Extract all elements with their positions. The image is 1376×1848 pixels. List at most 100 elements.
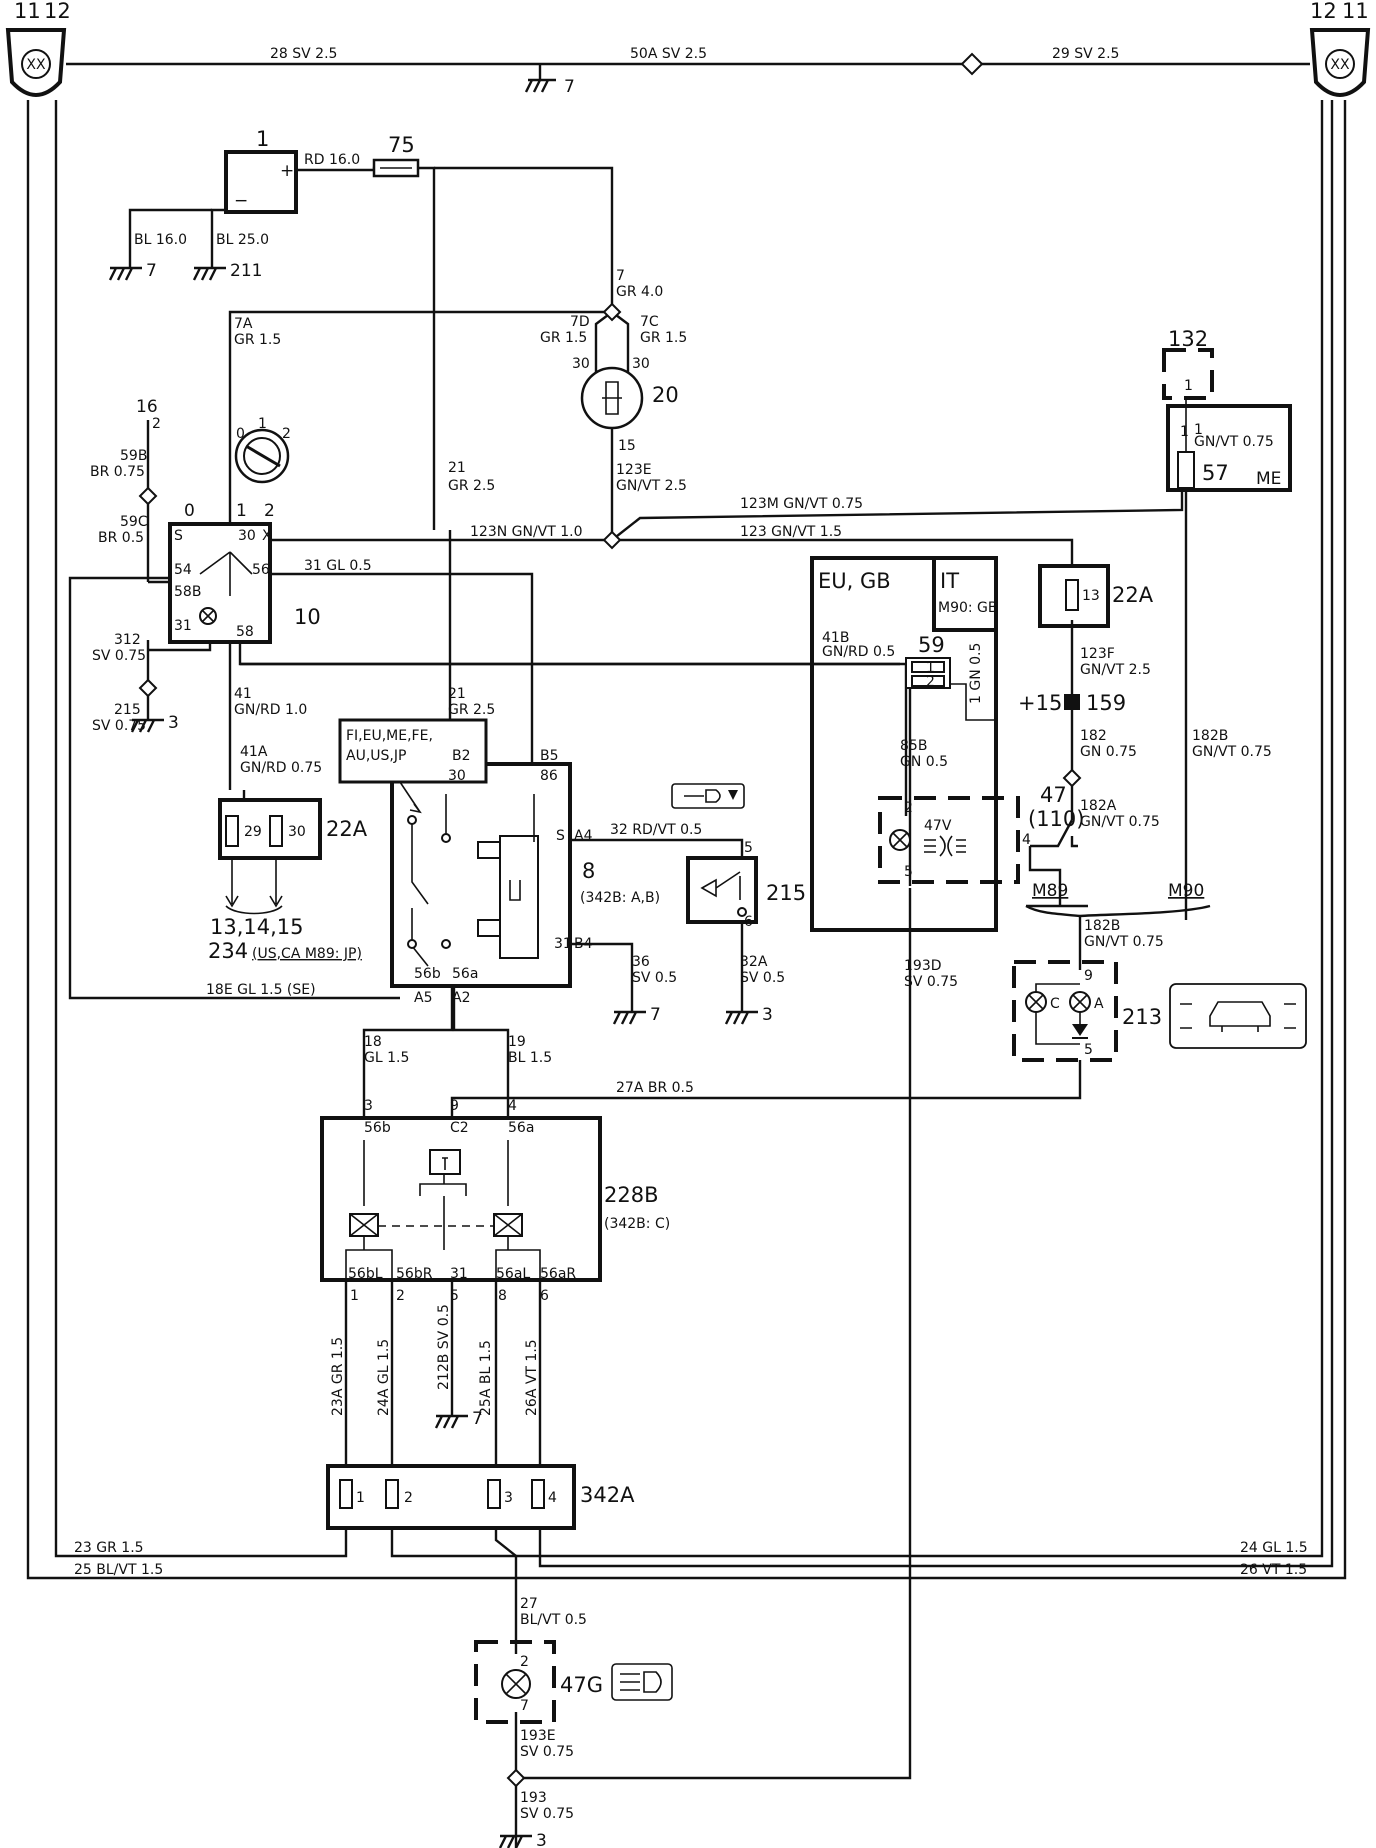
ground-icon: [612, 1010, 646, 1025]
svg-text:GR 2.5: GR 2.5: [448, 702, 495, 718]
svg-text:BL 16.0: BL 16.0: [134, 232, 187, 248]
svg-text:6: 6: [540, 1288, 549, 1304]
svg-text:30: 30: [288, 824, 306, 840]
svg-text:0: 0: [184, 501, 195, 521]
svg-text:182B: 182B: [1192, 728, 1228, 744]
ground-icon: [524, 78, 556, 93]
svg-text:21: 21: [448, 460, 466, 476]
svg-text:30: 30: [448, 768, 466, 784]
svg-text:7D: 7D: [570, 314, 590, 330]
svg-text:A5: A5: [414, 990, 432, 1006]
svg-text:1: 1: [1194, 422, 1203, 438]
svg-text:19: 19: [508, 1034, 526, 1050]
svg-text:+: +: [280, 161, 294, 181]
svg-text:+15: +15: [1018, 691, 1062, 715]
svg-text:16: 16: [136, 397, 158, 417]
battery-label: 1: [256, 127, 269, 151]
svg-text:58: 58: [236, 624, 254, 640]
svg-text:215: 215: [114, 702, 141, 718]
svg-text:31: 31: [554, 936, 572, 952]
svg-text:3: 3: [536, 1831, 547, 1848]
svg-text:7: 7: [146, 261, 157, 281]
svg-text:18E GL 1.5 (SE): 18E GL 1.5 (SE): [206, 982, 316, 998]
svg-text:5: 5: [744, 840, 753, 856]
svg-text:30: 30: [572, 356, 590, 372]
components: XX XX 11 12 12 11 + − 1 75 20 30 30 15: [5, 0, 1371, 1724]
svg-text:BL/VT 0.5: BL/VT 0.5: [520, 1612, 587, 1628]
svg-text:54: 54: [174, 562, 192, 578]
svg-text:182: 182: [1080, 728, 1107, 744]
svg-text:41A: 41A: [240, 744, 268, 760]
svg-text:GR 1.5: GR 1.5: [234, 332, 281, 348]
svg-text:56b: 56b: [414, 966, 441, 982]
svg-text:193D: 193D: [904, 958, 942, 974]
svg-text:C2: C2: [450, 1120, 469, 1136]
switch-10-label: 10: [294, 605, 321, 629]
svg-text:56bR: 56bR: [396, 1266, 433, 1282]
svg-text:2: 2: [404, 1490, 413, 1506]
svg-text:312: 312: [114, 632, 141, 648]
svg-text:15: 15: [618, 438, 636, 454]
right-headlamp-label: XX: [1330, 57, 1350, 73]
module-228b-label: 228B: [604, 1183, 659, 1207]
svg-text:85B: 85B: [900, 738, 927, 754]
svg-text:27A BR 0.5: 27A BR 0.5: [616, 1080, 694, 1096]
svg-text:GR 2.5: GR 2.5: [448, 478, 495, 494]
svg-text:29: 29: [244, 824, 262, 840]
svg-text:2: 2: [264, 501, 275, 521]
svg-text:B4: B4: [574, 936, 593, 952]
ground-icon: [108, 266, 142, 281]
svg-text:SV 0.5: SV 0.5: [740, 970, 785, 986]
svg-text:5: 5: [450, 1288, 459, 1304]
svg-text:GN/VT 2.5: GN/VT 2.5: [616, 478, 687, 494]
svg-text:C: C: [1050, 996, 1060, 1012]
svg-text:193: 193: [520, 1790, 547, 1806]
battery-box: [224, 150, 298, 214]
svg-text:GN/VT 0.75: GN/VT 0.75: [1194, 434, 1274, 450]
svg-text:182A: 182A: [1080, 798, 1117, 814]
lamp-47g: [474, 1640, 556, 1724]
svg-text:M90: GB: M90: GB: [938, 600, 998, 616]
svg-text:23 GR 1.5: 23 GR 1.5: [74, 1540, 144, 1556]
svg-text:1: 1: [926, 660, 935, 676]
svg-text:58B: 58B: [174, 584, 201, 600]
svg-text:GN/RD 1.0: GN/RD 1.0: [234, 702, 307, 718]
svg-text:M89: M89: [1032, 881, 1068, 901]
lamp-213: [1012, 960, 1118, 1062]
corner-label-tl-a: 11: [14, 0, 41, 23]
svg-text:B5: B5: [540, 748, 559, 764]
svg-text:BR 0.5: BR 0.5: [98, 530, 144, 546]
svg-text:31 GL 0.5: 31 GL 0.5: [304, 558, 372, 574]
svg-text:5: 5: [904, 864, 913, 880]
svg-text:6: 6: [744, 914, 753, 930]
lamp-213-label: 213: [1122, 1005, 1162, 1029]
corner-label-tl-b: 12: [44, 0, 71, 23]
svg-text:7: 7: [650, 1005, 661, 1025]
svg-text:24 GL 1.5: 24 GL 1.5: [1240, 1540, 1308, 1556]
svg-text:182B: 182B: [1084, 918, 1120, 934]
svg-text:GN/RD 0.75: GN/RD 0.75: [240, 760, 322, 776]
connector-diamond: [960, 52, 984, 76]
svg-text:SV 0.75: SV 0.75: [520, 1806, 574, 1822]
svg-text:1: 1: [236, 501, 247, 521]
ground-icon: [434, 1400, 468, 1429]
svg-text:9: 9: [450, 1098, 459, 1114]
svg-text:GR 1.5: GR 1.5: [640, 330, 687, 346]
corner-label-tr-b: 11: [1342, 0, 1369, 23]
svg-text:SV 0.75: SV 0.75: [92, 718, 146, 734]
svg-text:5: 5: [1084, 1042, 1093, 1058]
svg-text:56aR: 56aR: [540, 1266, 576, 1282]
svg-text:1: 1: [1184, 378, 1193, 394]
svg-text:123E: 123E: [616, 462, 652, 478]
left-headlamp-label: XX: [26, 57, 46, 73]
svg-text:7: 7: [520, 1698, 529, 1714]
svg-text:27: 27: [520, 1596, 538, 1612]
svg-text:26 VT 1.5: 26 VT 1.5: [1240, 1562, 1307, 1578]
ground-icon: [192, 266, 226, 281]
svg-text:FI,EU,ME,FE,: FI,EU,ME,FE,: [346, 728, 433, 744]
svg-text:59B: 59B: [120, 448, 147, 464]
ground-icon: [724, 1010, 758, 1025]
svg-text:GN/VT 0.75: GN/VT 0.75: [1192, 744, 1272, 760]
svg-text:41: 41: [234, 686, 252, 702]
lamp-47g-label: 47G: [560, 1673, 603, 1697]
